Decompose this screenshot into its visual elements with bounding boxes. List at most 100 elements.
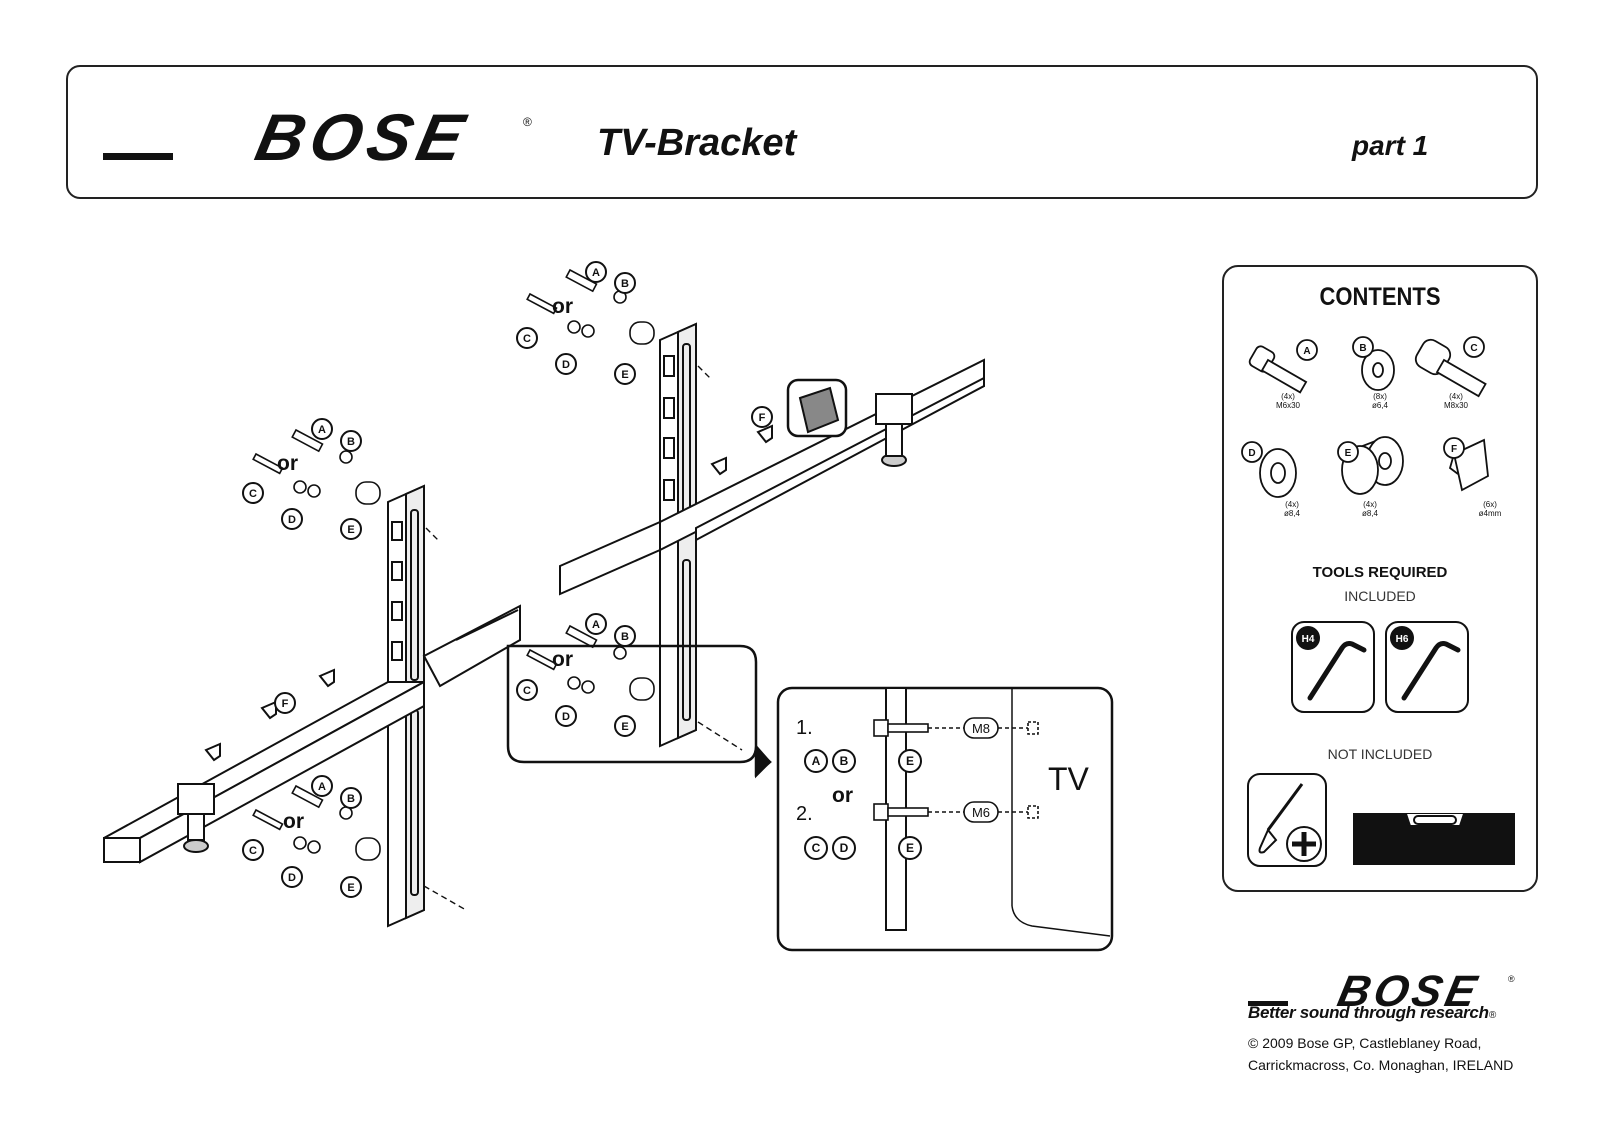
badge-b-2: B xyxy=(621,278,629,290)
badge-a-3: A xyxy=(592,619,600,631)
contents-qty-e: (4x) xyxy=(1363,500,1377,509)
badge-d-4: D xyxy=(288,872,296,884)
badge-c-2: C xyxy=(523,333,531,345)
contents-qty-c: (4x) xyxy=(1449,392,1463,401)
contents-spec-f: ø4mm xyxy=(1479,509,1502,518)
badge-b-1: B xyxy=(347,436,355,448)
callout-arrow xyxy=(755,743,772,779)
part-b-washer-icon xyxy=(1361,349,1395,391)
bose-logo: BOSE ® xyxy=(103,102,533,175)
contents-letter-c: C xyxy=(1470,343,1477,354)
part-letter-badges: A B C D E A B C D E A B C D E A B C D E … xyxy=(242,261,773,898)
contents-spec-b: ø6,4 xyxy=(1372,401,1389,410)
detail-badge-a: A xyxy=(812,754,821,768)
contents-qty-d: (4x) xyxy=(1285,500,1299,509)
badge-c-4: C xyxy=(249,845,257,857)
footer-bose-logo: BOSE ® xyxy=(1248,967,1518,1016)
h6-hex-key-icon xyxy=(1385,621,1469,713)
badge-b-4: B xyxy=(347,793,355,805)
or-label-2: or xyxy=(552,295,573,318)
h4-hex-key-icon xyxy=(1291,621,1375,713)
detail-inset: A B E C D E 1. 2. or M8 M6 TV xyxy=(776,686,1114,952)
header-frame xyxy=(66,65,1538,199)
left-clips xyxy=(204,668,335,762)
part-c-bolt-icon xyxy=(1414,338,1487,398)
contents-spec-e: ø8,4 xyxy=(1362,509,1379,518)
m6-label: M6 xyxy=(972,805,990,820)
center-clips xyxy=(710,378,848,476)
detail-step-1: 1. xyxy=(796,717,813,739)
copyright-line-1: © 2009 Bose GP, Castleblaney Road, xyxy=(1248,1035,1482,1051)
contents-parts-grid: A B C D E F (4x) M6x30 (8x) ø6,4 (4x) M8… xyxy=(1241,336,1502,518)
svg-text:®: ® xyxy=(1508,974,1515,984)
contents-qty-a: (4x) xyxy=(1281,392,1295,401)
or-label-1: or xyxy=(277,452,298,475)
contents-spec-d: ø8,4 xyxy=(1284,509,1301,518)
h4-label: H4 xyxy=(1302,634,1315,645)
assembly-guide-lines xyxy=(423,365,743,911)
left-upright xyxy=(387,484,425,928)
spirit-level-icon xyxy=(1353,813,1515,865)
badge-d-3: D xyxy=(562,711,570,723)
svg-text:BOSE: BOSE xyxy=(1333,968,1484,1010)
contents-qty-f: (6x) xyxy=(1483,500,1497,509)
tools-required-title: TOOLS REQUIRED xyxy=(1312,564,1448,581)
center-horizontal-arm xyxy=(559,358,985,596)
detail-badge-c: C xyxy=(812,841,821,855)
or-label-4: or xyxy=(283,810,304,833)
contents-qty-b: (8x) xyxy=(1373,392,1387,401)
bose-logo-graphic: BOSE ® xyxy=(103,102,532,175)
badge-d-2: D xyxy=(562,359,570,371)
badge-c-3: C xyxy=(523,685,531,697)
contents-spec-c: M8x30 xyxy=(1444,401,1469,410)
badge-e-4: E xyxy=(347,882,354,894)
detail-badge-b: B xyxy=(840,754,849,768)
detail-badge-d: D xyxy=(840,841,849,855)
phillips-screwdriver-icon xyxy=(1247,773,1327,867)
badge-f-1: F xyxy=(282,698,289,710)
contents-letter-f: F xyxy=(1451,444,1457,455)
not-included-label: NOT INCLUDED xyxy=(1327,746,1433,762)
part-label: part 1 xyxy=(1352,130,1429,161)
page-title: TV-Bracket xyxy=(597,122,797,164)
badge-e-1: E xyxy=(347,524,354,536)
badge-d-1: D xyxy=(288,514,296,526)
badge-a-1: A xyxy=(318,424,326,436)
hardware-stacks xyxy=(252,268,655,861)
included-tools: H4 H6 xyxy=(1291,621,1469,713)
badge-c-1: C xyxy=(249,488,257,500)
detail-frame xyxy=(776,686,1114,952)
svg-text:BOSE: BOSE xyxy=(249,104,476,164)
part-d-washer-icon xyxy=(1259,448,1297,498)
footer-slogan: Better sound through research® xyxy=(1248,1003,1496,1022)
detail-bolt-2 xyxy=(873,801,1039,823)
badge-b-3: B xyxy=(621,631,629,643)
detail-or-label: or xyxy=(832,784,853,807)
contents-panel xyxy=(1222,265,1538,892)
contents-spec-a: M6x30 xyxy=(1276,401,1301,410)
h6-label: H6 xyxy=(1396,634,1409,645)
badge-e-3: E xyxy=(621,721,628,733)
assembly-diagram xyxy=(103,268,985,928)
svg-text:®: ® xyxy=(523,115,532,129)
detail-bolt-1 xyxy=(873,717,1039,739)
badge-a-2: A xyxy=(592,267,600,279)
callout-box xyxy=(506,644,772,777)
not-included-tools xyxy=(1247,773,1515,867)
badge-f-2: F xyxy=(759,412,766,424)
copyright-line-2: Carrickmacross, Co. Monaghan, IRELAND xyxy=(1248,1057,1514,1073)
contents-letter-e: E xyxy=(1345,448,1352,459)
left-horizontal-arm xyxy=(103,604,521,864)
part-a-bolt-icon xyxy=(1248,345,1308,394)
contents-letter-d: D xyxy=(1248,448,1255,459)
detail-badge-e-1: E xyxy=(906,754,914,768)
included-label: INCLUDED xyxy=(1344,588,1416,604)
contents-title: CONTENTS xyxy=(1319,283,1441,311)
detail-step-2: 2. xyxy=(796,803,813,825)
m8-label: M8 xyxy=(972,721,990,736)
badge-e-2: E xyxy=(621,369,628,381)
footer-logo-graphic: BOSE ® xyxy=(1248,967,1515,1016)
footer-slogan-text: Better sound through research xyxy=(1248,1003,1489,1022)
detail-badge-e-2: E xyxy=(906,841,914,855)
contents-letter-b: B xyxy=(1359,343,1366,354)
